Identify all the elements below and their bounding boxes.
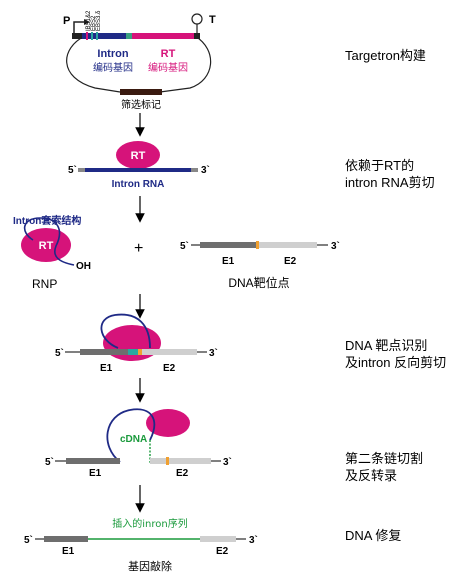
step-recognition-line2: 及intron 反向剪切	[345, 355, 446, 370]
recognition-end-3: 3`	[209, 348, 218, 359]
step-rt-splicing-line1: 依赖于RT的	[345, 158, 414, 173]
junction-mark	[126, 33, 132, 39]
recognition-e2-label: E2	[163, 363, 176, 374]
intron-gene-label: 编码基因	[93, 61, 133, 74]
rnp-rt-label: RT	[39, 240, 54, 252]
step-targetron-construct: Targetron构建	[345, 48, 426, 63]
dna-target-e2-label: E2	[284, 256, 297, 267]
rnp-label: RNP	[32, 277, 57, 291]
step-dna-repair: DNA 修复	[345, 528, 401, 543]
rt-gene-bar	[132, 33, 194, 39]
intron-gene-bar	[82, 33, 126, 39]
intron-rna-label: Intron RNA	[112, 179, 165, 190]
ebs2-mark	[91, 32, 93, 40]
recognition-end-5: 5`	[55, 348, 64, 359]
terminator-label: T	[209, 14, 216, 26]
knockout-label: 基因敲除	[128, 559, 172, 573]
promoter-arrow	[73, 21, 84, 36]
rt-gene-label: 编码基因	[148, 61, 188, 74]
intron-rna-strand	[85, 168, 191, 172]
ko-e1	[44, 536, 88, 542]
ko-e2-label: E2	[216, 546, 229, 557]
dna-target-label: DNA靶位点	[228, 275, 289, 290]
promoter-label: P	[63, 15, 70, 27]
intron-lariat-label: Intron套索结构	[13, 214, 81, 227]
rt-protein-label: RT	[131, 150, 146, 162]
intron-label: Intron	[97, 48, 128, 60]
intron-lariat	[23, 217, 75, 266]
dna-target-e2	[259, 242, 317, 248]
recognition-e1	[80, 349, 128, 355]
gene-knockout: 插入的inron序列 5` 3` E1 E2 基因敲除	[24, 517, 258, 573]
rtx-e2-label: E2	[176, 468, 189, 479]
targetron-plasmid: P T IBS1&2 EBS2 EBS3.δ Intron 编码基因 RT 编码…	[63, 10, 216, 111]
dna-target-e1	[200, 242, 256, 248]
gene-bar-end	[194, 33, 200, 39]
rna-end-3: 3`	[201, 165, 210, 176]
rna-end-5: 5`	[68, 165, 77, 176]
step-second-strand-line2: 及反转录	[345, 468, 397, 483]
recognition-rt-protein	[103, 325, 161, 361]
inserted-intron-label: 插入的inron序列	[112, 517, 187, 530]
rtx-e2-b	[169, 458, 211, 464]
step-rt-splicing-line2: intron RNA剪切	[345, 175, 435, 190]
ko-e2	[200, 536, 236, 542]
ko-e1-label: E1	[62, 546, 75, 557]
dna-target-site-mark	[256, 241, 259, 249]
rtx-e2-a	[150, 458, 166, 464]
ibs-mark	[86, 32, 88, 40]
ebs3-label: EBS3.δ	[96, 10, 102, 31]
step-second-strand-line1: 第二条链切割	[345, 451, 423, 466]
rt-protein	[116, 141, 160, 169]
ebs3-mark	[96, 32, 98, 40]
rnp-complex: Intron套索结构 RT OH RNP	[13, 214, 91, 291]
rtx-end-3: 3`	[223, 457, 232, 468]
terminator-loop	[191, 13, 203, 25]
recognition-cleavage	[138, 349, 142, 355]
plasmid-backbone	[66, 35, 212, 93]
recognition-e2	[142, 349, 197, 355]
ebs2-label: EBS2	[91, 15, 97, 31]
recognition-site	[128, 349, 138, 355]
oh-label: OH	[76, 261, 91, 272]
rtx-end-5: 5`	[45, 457, 54, 468]
ibs-label: IBS1&2	[86, 10, 92, 31]
ko-end-5: 5`	[24, 535, 33, 546]
selection-marker-block	[120, 89, 162, 95]
step-recognition-line1: DNA 靶点识别	[345, 338, 427, 353]
promoter-arrow-head	[84, 19, 90, 25]
rna-5-flank	[78, 168, 85, 172]
rtx-e1	[66, 458, 120, 464]
cdna-label: cDNA	[120, 434, 147, 445]
rtx-e1-label: E1	[89, 468, 102, 479]
dna-target-site: 5` 3` E1 E2 DNA靶位点	[180, 241, 340, 290]
gene-bar-start	[72, 33, 82, 39]
rt-intron-rna: RT 5` 3` Intron RNA	[68, 141, 210, 190]
selection-marker-label: 筛选标记	[121, 98, 161, 111]
dna-target-end-3: 3`	[331, 241, 340, 252]
recognition-intron-loop	[100, 313, 151, 349]
recognition-e1-label: E1	[100, 363, 113, 374]
rna-3-flank	[191, 168, 198, 172]
dna-target-e1-label: E1	[222, 256, 235, 267]
rt-label: RT	[161, 48, 176, 60]
target-recognition: 5` 3` E1 E2	[55, 313, 218, 374]
rtx-site-mark	[166, 457, 169, 465]
rtx-intron-loop	[106, 408, 156, 463]
ko-end-3: 3`	[249, 535, 258, 546]
plus-sign: +	[134, 240, 143, 257]
rtx-rt-protein	[146, 409, 190, 437]
dna-target-end-5: 5`	[180, 241, 189, 252]
reverse-transcription: cDNA 5` 3` E1 E2	[45, 408, 232, 479]
